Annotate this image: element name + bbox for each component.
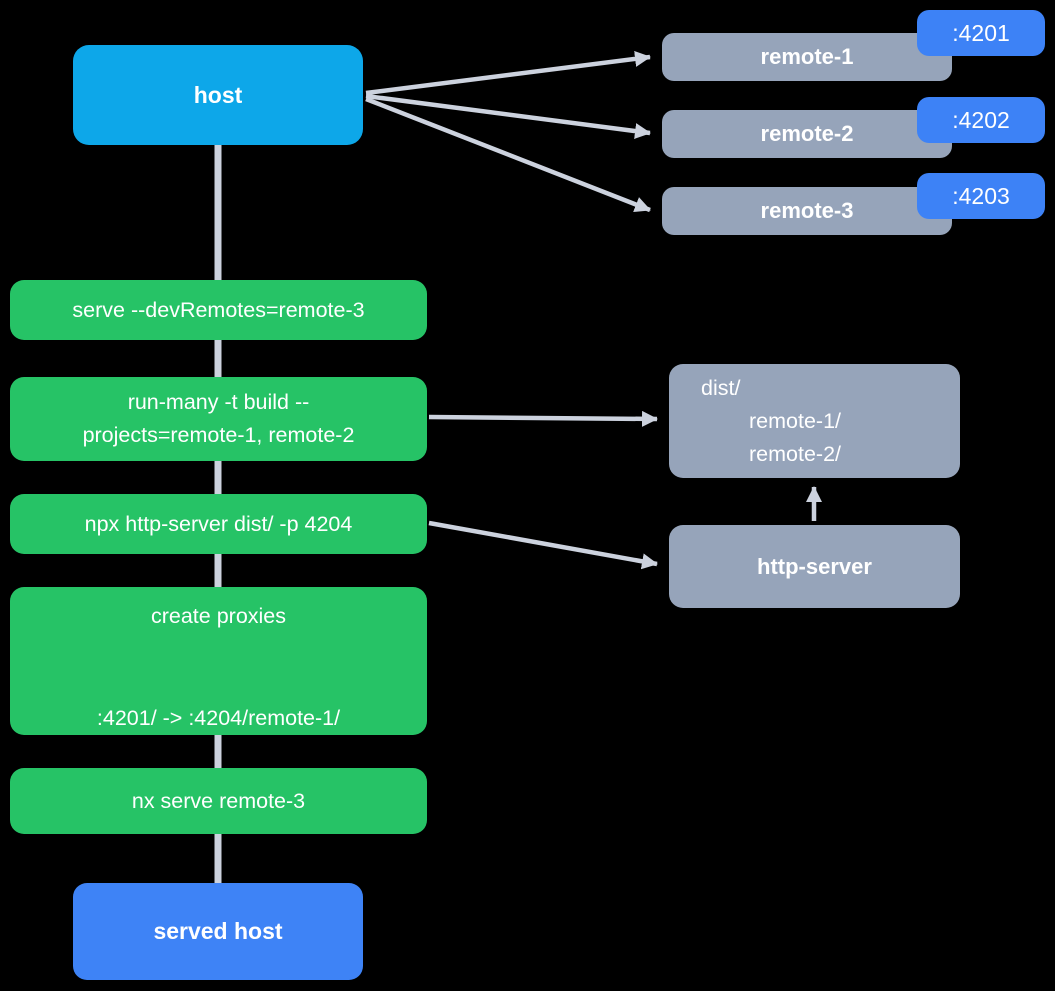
http-server-node: http-server <box>669 525 960 608</box>
command-npx-http-server: npx http-server dist/ -p 4204 <box>10 494 427 554</box>
command-nx-serve-remote-3: nx serve remote-3 <box>10 768 427 834</box>
arrow-build-to-dist <box>428 410 658 427</box>
remote-3-label: remote-3 <box>760 198 854 223</box>
host-label: host <box>193 81 243 108</box>
command-npx-http-server-label: npx http-server dist/ -p 4204 <box>84 511 353 536</box>
proxy-mapping-1: :4201/ -> :4204/remote-1/ <box>96 706 341 730</box>
port-badge-4201: :4201 <box>917 10 1045 56</box>
dist-remote-2-line: remote-2/ <box>749 441 842 466</box>
http-server-label: http-server <box>757 553 872 579</box>
arrow-npx-to-http-server <box>428 520 658 570</box>
command-serve-devremotes-label: serve --devRemotes=remote-3 <box>72 297 365 322</box>
dist-folder-node: dist/ remote-1/ remote-2/ <box>669 364 960 478</box>
remote-1-node: remote-1 <box>662 33 952 81</box>
served-host-label: served host <box>153 918 283 944</box>
remote-2-label: remote-2 <box>760 121 854 146</box>
remote-3-node: remote-3 <box>662 187 952 235</box>
host-node: host <box>73 45 363 145</box>
port-badge-4202-label: :4202 <box>952 106 1010 133</box>
command-create-proxies: create proxies :4201/ -> :4204/remote-1/… <box>10 587 427 796</box>
port-badge-4203-label: :4203 <box>952 182 1010 209</box>
remote-1-label: remote-1 <box>760 44 854 69</box>
dist-remote-1-line: remote-1/ <box>749 408 842 433</box>
dist-root-line: dist/ <box>701 375 741 400</box>
arrow-host-to-remote-2 <box>365 93 651 139</box>
command-run-many-build-label: run-many -t build -- projects=remote-1, … <box>82 390 355 447</box>
remote-2-node: remote-2 <box>662 110 952 158</box>
port-badge-4202: :4202 <box>917 97 1045 143</box>
command-run-many-build: run-many -t build -- projects=remote-1, … <box>10 377 427 461</box>
arrow-host-to-remote-1 <box>365 50 651 96</box>
command-nx-serve-remote-3-label: nx serve remote-3 <box>131 788 306 813</box>
served-host-node: served host <box>73 883 363 980</box>
port-badge-4201-label: :4201 <box>952 19 1010 46</box>
create-proxies-title: create proxies <box>150 604 287 628</box>
port-badge-4203: :4203 <box>917 173 1045 219</box>
arrow-host-to-remote-3 <box>365 96 651 213</box>
command-serve-devremotes: serve --devRemotes=remote-3 <box>10 280 427 340</box>
